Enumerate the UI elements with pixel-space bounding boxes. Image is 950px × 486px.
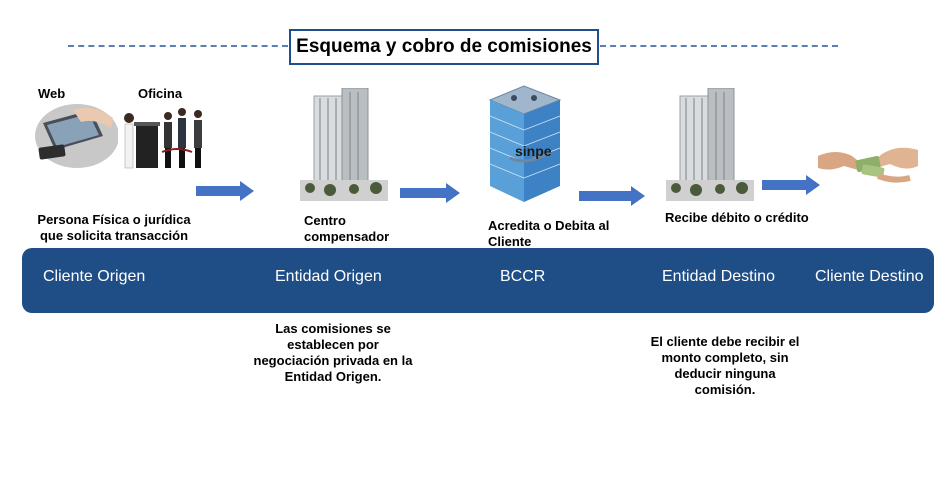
recibe-line-1: Recibe débito o crédito (665, 210, 809, 225)
sinpe-label: sinpe (515, 143, 552, 159)
bccr-sinpe-building-icon (488, 85, 562, 202)
destino-note: El cliente debe recibir el monto complet… (640, 334, 810, 398)
centro-line-1: Centro (304, 213, 346, 228)
office-people-icon (124, 108, 202, 169)
destino-note-line-2: monto completo, sin (661, 350, 789, 365)
centro-line-2: compensador (304, 229, 390, 244)
flow-arrow-1 (196, 181, 254, 201)
acredita-description: Acredita o Debita al Cliente (488, 218, 609, 250)
origen-note: Las comisiones se establecen por negocia… (248, 321, 418, 385)
centro-description: Centro compensador (304, 213, 389, 245)
origen-note-line-2: establecen por (287, 337, 379, 352)
diagram-title-text: Esquema y cobro de comisiones (296, 36, 592, 57)
band-bccr: BCCR (500, 268, 546, 285)
origen-note-line-4: Entidad Origen. (284, 369, 382, 384)
web-label: Web (38, 86, 66, 101)
title-dash-right (600, 45, 838, 47)
destino-note-line-4: comisión. (694, 382, 756, 397)
origen-note-line-1: Las comisiones se (275, 321, 391, 336)
destino-note-line-1: El cliente debe recibir el (650, 334, 800, 349)
band-cliente-origen: Cliente Origen (43, 268, 146, 285)
acredita-line-1: Acredita o Debita al (488, 218, 610, 233)
persona-description: Persona Física o jurídica que solicita t… (30, 212, 198, 244)
persona-line-2: que solicita transacción (39, 228, 189, 243)
diagram-title: Esquema y cobro de comisiones (289, 29, 599, 65)
oficina-label: Oficina (138, 86, 183, 101)
laptop-hands-icon (35, 104, 118, 168)
building-destino-icon (666, 88, 754, 201)
persona-line-1: Persona Física o jurídica (37, 212, 191, 227)
recibe-description: Recibe débito o crédito (665, 210, 809, 226)
flow-arrow-3 (579, 186, 645, 206)
flow-arrow-2 (400, 183, 460, 203)
band-entidad-origen: Entidad Origen (275, 268, 382, 285)
money-exchange-hands-icon (818, 147, 918, 183)
acredita-line-2: Cliente (488, 234, 532, 249)
origen-note-line-3: negociación privada en la (253, 353, 413, 368)
title-dash-left (68, 45, 288, 47)
destino-note-line-3: deducir ninguna (674, 366, 776, 381)
flow-band (22, 248, 934, 313)
band-cliente-destino: Cliente Destino (815, 268, 924, 285)
building-origen-icon (300, 88, 388, 201)
band-entidad-destino: Entidad Destino (662, 268, 775, 285)
flow-arrow-4 (762, 175, 820, 195)
